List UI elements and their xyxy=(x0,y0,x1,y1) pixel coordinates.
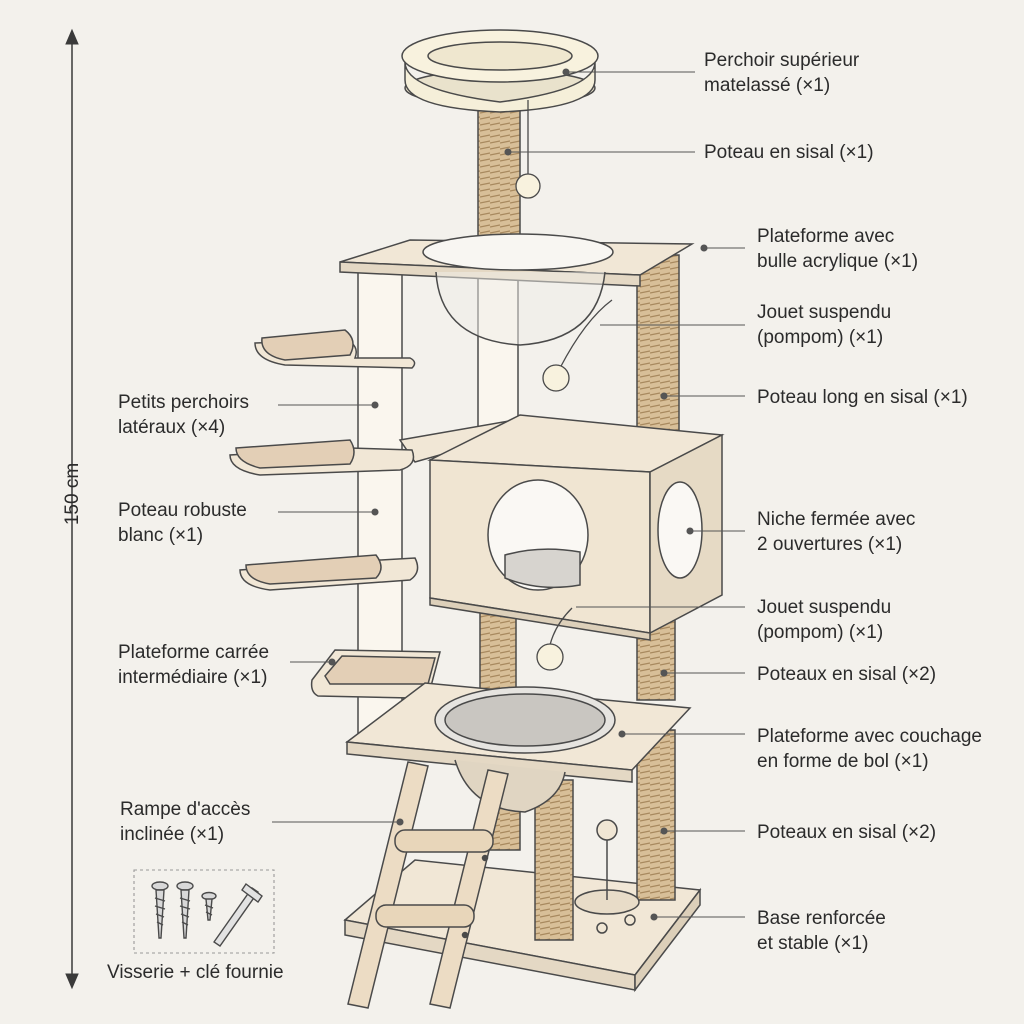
screw-icon-3 xyxy=(201,891,217,921)
enclosed-condo xyxy=(427,414,725,641)
hardware-caption: Visserie + clé fournie xyxy=(107,962,284,983)
sisal-post-bottom-left xyxy=(534,779,574,941)
base xyxy=(343,859,702,993)
side-perch-3 xyxy=(239,554,419,591)
label-top-sisal-post: Poteau en sisal (×1) xyxy=(704,142,874,163)
bottom-pompom-toy xyxy=(536,607,573,671)
leader-lines xyxy=(272,68,745,921)
label-long-sisal-post: Poteau long en sisal (×1) xyxy=(757,387,968,408)
middle-pompom-toy xyxy=(542,299,613,392)
top-padded-perch xyxy=(401,29,599,113)
bubble-platform xyxy=(339,233,695,346)
side-perch-2 xyxy=(229,439,415,476)
access-ramp xyxy=(347,761,509,1009)
height-dimension-label: 150 cm xyxy=(62,462,83,526)
side-perch-1 xyxy=(254,329,416,369)
label-bottom-pompom: Jouet suspendu(pompom) (×1) xyxy=(757,597,892,643)
top-pompom-toy xyxy=(515,100,541,199)
height-arrow xyxy=(65,28,79,990)
label-top-pompom: Jouet suspendu(pompom) (×1) xyxy=(757,302,892,348)
label-bottom-sisal-posts: Poteaux en sisal (×2) xyxy=(757,822,937,843)
screw-icon-2 xyxy=(176,881,194,939)
top-sisal-post xyxy=(477,99,521,246)
label-middle-sisal-posts: Poteaux en sisal (×2) xyxy=(757,664,937,685)
long-sisal-post xyxy=(636,254,680,456)
screw-icon-1 xyxy=(151,881,169,939)
hardware-box xyxy=(133,869,275,954)
allen-key-icon xyxy=(213,882,263,947)
square-middle-platform xyxy=(310,649,441,699)
bowl-platform xyxy=(345,682,692,813)
base-spring-toy xyxy=(574,819,640,934)
